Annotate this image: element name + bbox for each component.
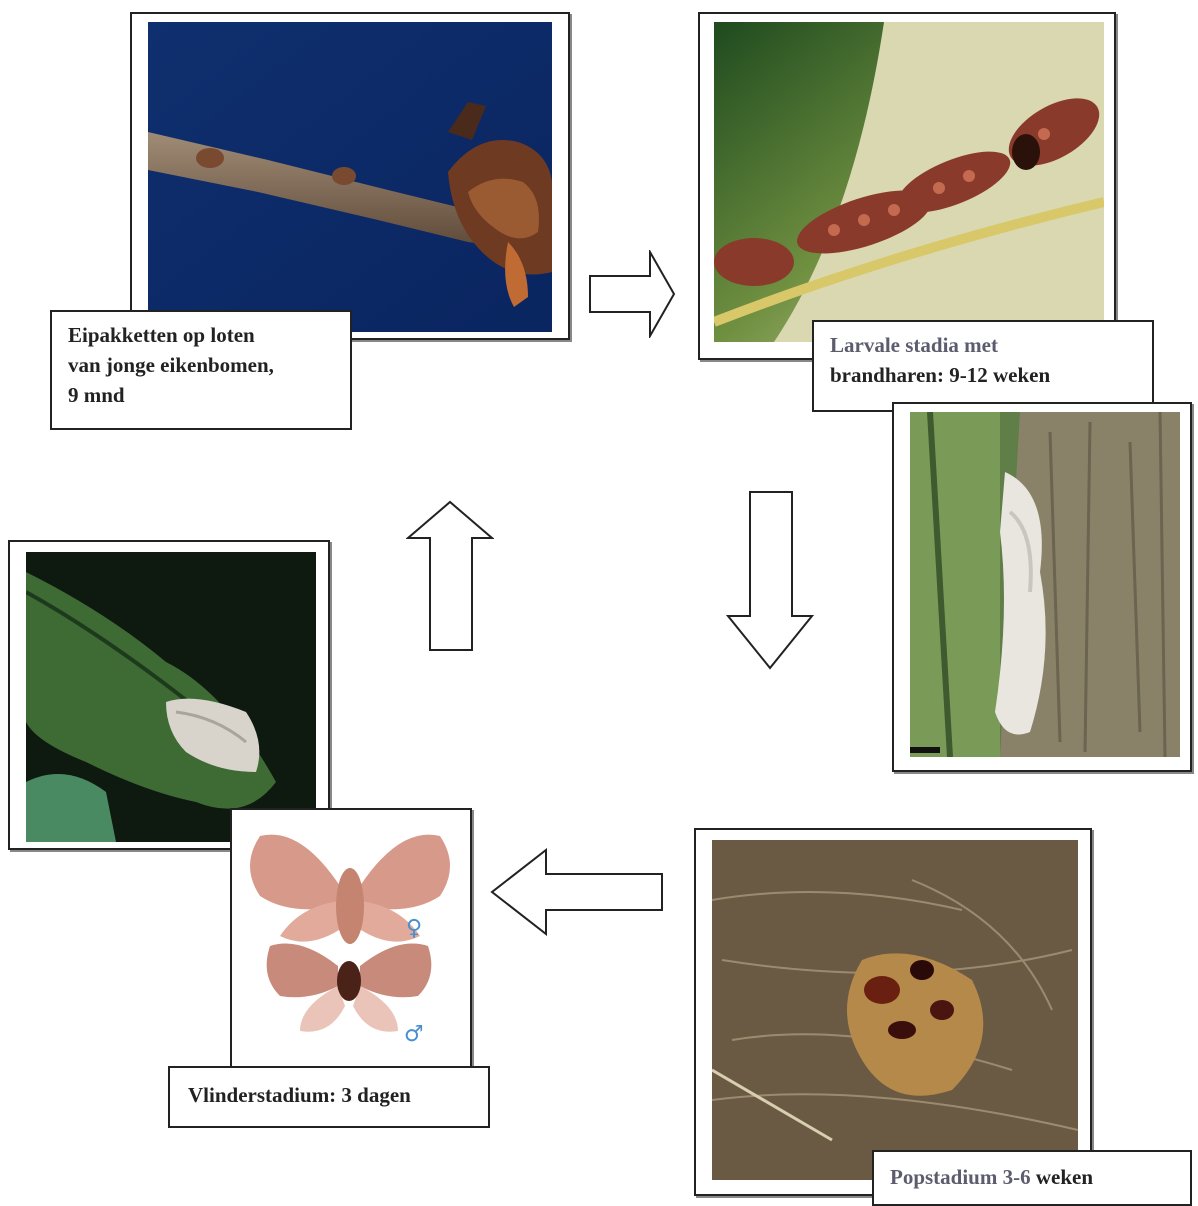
moth-stage-label: Vlinderstadium: 3 dagen [168,1066,490,1128]
pupa-photo [712,840,1078,1180]
arrow-right-icon [588,250,676,338]
arrow-left-icon [490,848,664,936]
pupa-label-part-1: Popstadium 3-6 [890,1165,1031,1189]
eggs-label-line-3: 9 mnd [68,380,334,410]
larvae-photo-frame [698,12,1116,360]
egg-laying-photo [26,552,316,842]
female-symbol: ♀ [406,916,422,941]
arrow-up-icon [406,500,494,652]
nest-photo [910,412,1180,757]
pupa-photo-frame [694,828,1092,1196]
eggs-photo-frame [130,12,570,340]
pupa-stage-label: Popstadium 3-6 weken [872,1150,1192,1206]
egg-laying-photo-frame [8,540,330,850]
eggs-photo [148,22,552,332]
larvae-photo [714,22,1104,342]
larvae-label-line-2: brandharen: 9-12 weken [830,360,1136,390]
moth-photo: ♀ ♂ [240,816,464,1062]
eggs-stage-label: Eipakketten op loten van jonge eikenbome… [50,310,352,430]
larvae-stage-label: Larvale stadia met brandharen: 9-12 weke… [812,320,1154,412]
eggs-label-line-1: Eipakketten op loten [68,320,334,350]
male-moth-icon [267,944,432,1032]
arrow-down-icon [726,490,814,670]
nest-photo-frame [892,402,1192,772]
pupa-label-part-2: weken [1036,1165,1093,1189]
moth-label-text: Vlinderstadium: 3 dagen [188,1083,411,1107]
moth-photo-frame: ♀ ♂ [230,808,472,1070]
larvae-label-line-1: Larvale stadia met [830,330,1136,360]
male-symbol: ♂ [404,1022,424,1047]
eggs-label-line-2: van jonge eikenbomen, [68,350,334,380]
